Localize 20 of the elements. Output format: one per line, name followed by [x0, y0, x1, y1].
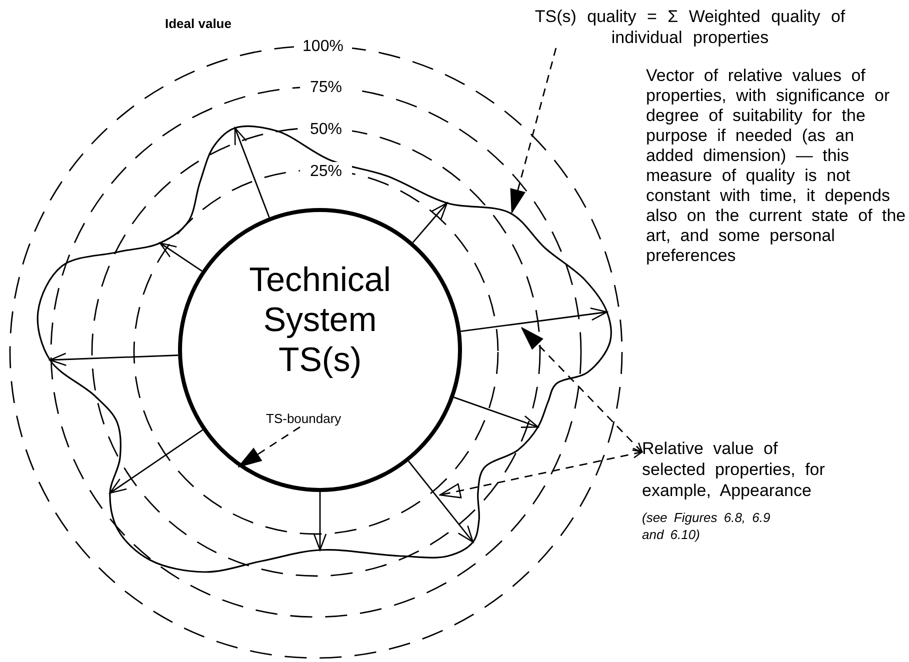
- arrow: [460, 308, 608, 332]
- boundary-label: TS-boundary: [266, 410, 342, 427]
- leader-line: [510, 48, 557, 213]
- arrow: [408, 460, 474, 543]
- leader-line: [521, 327, 643, 453]
- quality-formula: TS(s) quality = Σ Weighted quality of individual properties: [534, 6, 846, 48]
- arrow: [234, 127, 270, 218]
- arrow: [49, 352, 178, 366]
- system-label: Technical System TS(s): [248, 260, 392, 380]
- annotation-text: Relative value of selected properties, for example, Appearance: [642, 438, 826, 501]
- arrow: [412, 202, 448, 243]
- leader-line: [439, 449, 643, 498]
- figure-reference: (see Figures 6.8, 6.9 and 6.10): [642, 509, 772, 543]
- description-text: Vector of relative values of properties, with significance or degree of suitability for the purpose if needed (as an added dimension) — this measure of quality is not constant with time, it depends also on the current state of the art, and some personal preferences: [646, 66, 907, 266]
- arrow: [313, 492, 327, 551]
- arrow: [109, 429, 204, 494]
- axis-title: Ideal value: [165, 15, 232, 32]
- arrow: [159, 242, 202, 272]
- arrow: [454, 396, 539, 428]
- leader-line: [238, 426, 300, 468]
